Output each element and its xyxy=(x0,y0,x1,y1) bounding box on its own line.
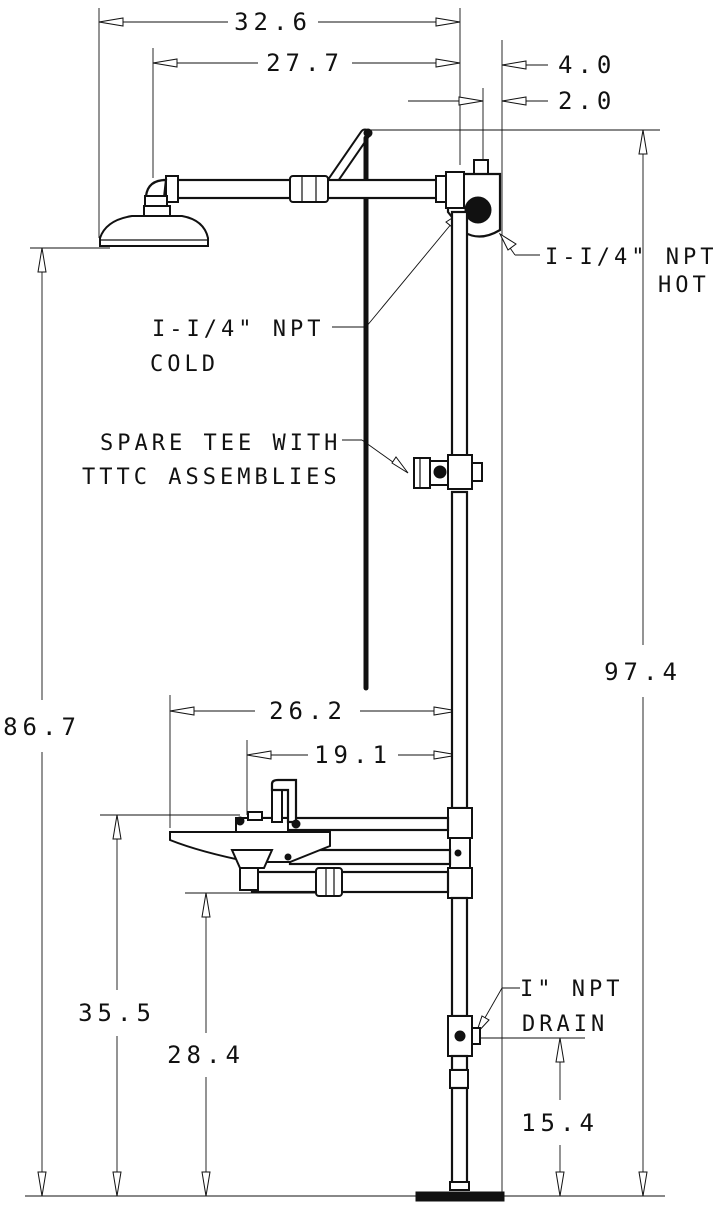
dim-showerhead-height: 86.7 xyxy=(3,713,81,741)
dim-bowl-bottom-height: 28.4 xyxy=(167,1041,245,1069)
dim-drain-height: 15.4 xyxy=(521,1109,599,1137)
extension-lines xyxy=(25,8,665,1197)
standpipe-lower xyxy=(450,1086,469,1186)
floor-flange xyxy=(415,1191,505,1202)
dim-overall-height: 97.4 xyxy=(604,658,682,686)
callout-hot-supply-label: HOT xyxy=(658,273,710,298)
dim-bowl-rim-height: 35.5 xyxy=(78,999,156,1027)
callout-drain-size: I" NPT xyxy=(520,977,623,1002)
shower-assembly xyxy=(99,128,505,1202)
dim-offset-outer: 4.0 xyxy=(558,51,616,79)
callout-cold-supply-label: COLD xyxy=(150,352,219,377)
callouts: I-I/4" NPT HOT I-I/4" NPT COLD SPARE TEE… xyxy=(82,212,717,1037)
callout-spare-tee-line2: TTTC ASSEMBLIES xyxy=(82,465,341,490)
dim-shower-arm-to-head: 27.7 xyxy=(266,49,344,77)
callout-drain-label: DRAIN xyxy=(522,1012,608,1037)
dimension-values: 32.6 27.7 4.0 2.0 86.7 97.4 26.2 19.1 35… xyxy=(3,8,682,1137)
showerhead xyxy=(99,215,209,247)
shower-valve xyxy=(464,196,492,224)
callout-hot-supply-size: I-I/4" NPT xyxy=(545,245,717,270)
dim-bowl-overall: 26.2 xyxy=(269,697,347,725)
dimension-lines xyxy=(37,17,648,1197)
dim-bowl-center: 19.1 xyxy=(314,741,392,769)
dim-offset-inner: 2.0 xyxy=(558,87,616,115)
callout-cold-supply-size: I-I/4" NPT xyxy=(152,317,324,342)
callout-spare-tee-line1: SPARE TEE WITH xyxy=(100,431,341,456)
dim-shower-arm-overall: 32.6 xyxy=(234,8,312,36)
standpipe-upper xyxy=(450,210,469,459)
